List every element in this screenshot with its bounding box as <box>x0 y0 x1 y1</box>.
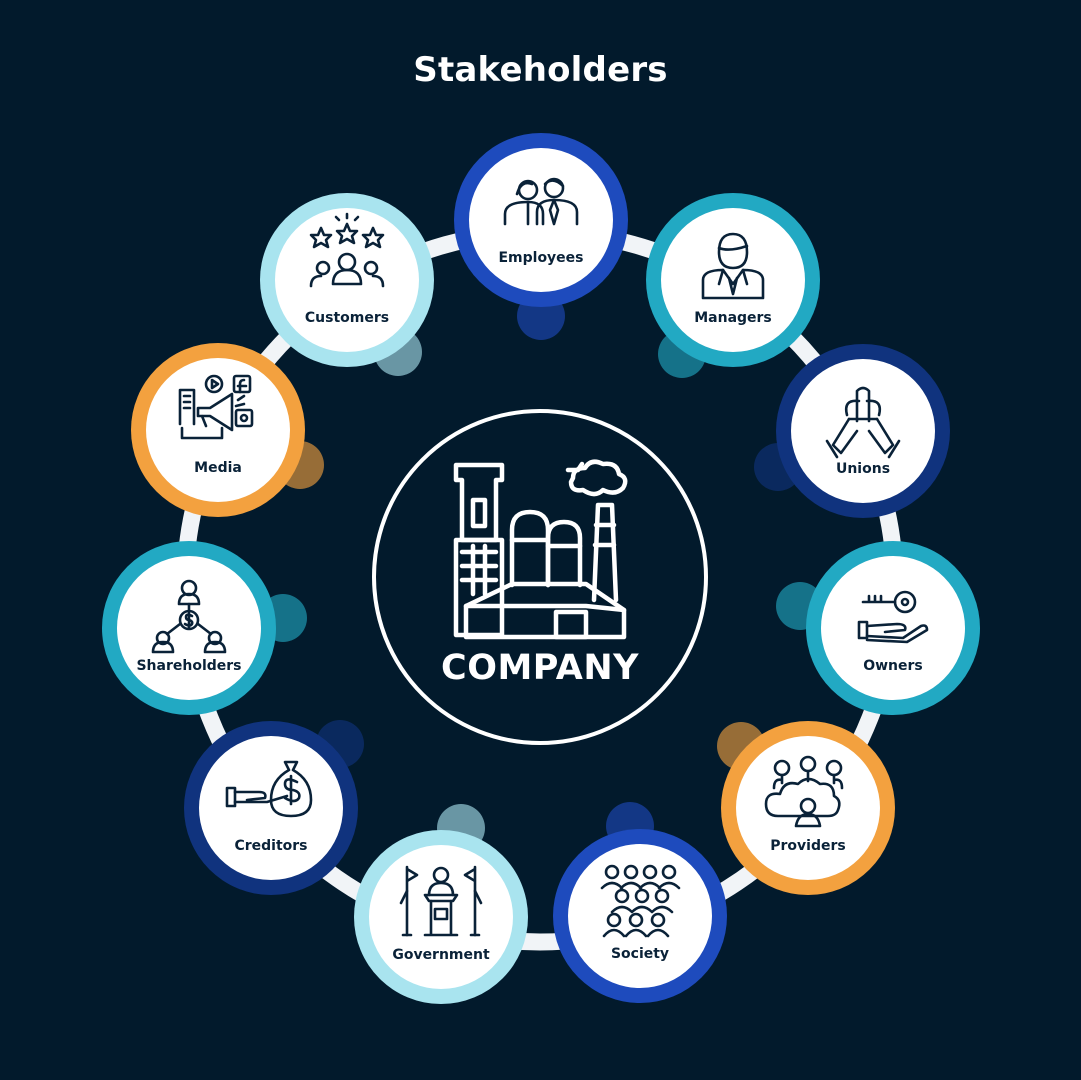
node-label: Owners <box>863 658 923 674</box>
node-inner-circle <box>369 845 513 989</box>
node-label: Society <box>611 946 669 962</box>
node-inner-circle <box>469 148 613 292</box>
center-node: COMPANY <box>372 409 708 745</box>
node-label: Shareholders <box>136 658 241 674</box>
stakeholder-node-customers: Customers <box>260 193 434 376</box>
stakeholder-node-shareholders: Shareholders <box>102 541 307 715</box>
node-label: Managers <box>694 310 772 326</box>
node-label: Government <box>392 947 490 963</box>
factory-icon <box>453 459 628 640</box>
node-inner-circle <box>736 736 880 880</box>
stakeholder-node-managers: Managers <box>646 193 820 378</box>
node-inner-circle <box>275 208 419 352</box>
stakeholder-node-unions: Unions <box>754 344 950 518</box>
node-inner-circle <box>661 208 805 352</box>
node-label: Creditors <box>234 838 307 854</box>
center-label: COMPANY <box>441 648 639 688</box>
node-label: Employees <box>498 250 583 266</box>
stakeholder-node-employees: Employees <box>454 133 628 340</box>
page-title: Stakeholders <box>413 50 668 90</box>
stakeholder-node-owners: Owners <box>776 541 980 715</box>
stakeholder-nodes: EmployeesManagersUnionsOwnersProvidersSo… <box>102 133 980 1004</box>
node-inner-circle <box>199 736 343 880</box>
stakeholder-node-society: Society <box>553 802 727 1003</box>
node-label: Providers <box>770 838 845 854</box>
node-inner-circle <box>791 359 935 503</box>
node-inner-circle <box>146 358 290 502</box>
node-inner-circle <box>821 556 965 700</box>
stakeholder-node-government: Government <box>354 804 528 1004</box>
stakeholder-node-providers: Providers <box>717 721 895 895</box>
node-label: Unions <box>836 461 890 477</box>
node-label: Customers <box>305 310 389 326</box>
stakeholder-node-media: Media <box>131 343 324 517</box>
node-label: Media <box>194 460 242 476</box>
center-circle <box>372 409 708 745</box>
stakeholder-node-creditors: Creditors <box>184 720 364 895</box>
